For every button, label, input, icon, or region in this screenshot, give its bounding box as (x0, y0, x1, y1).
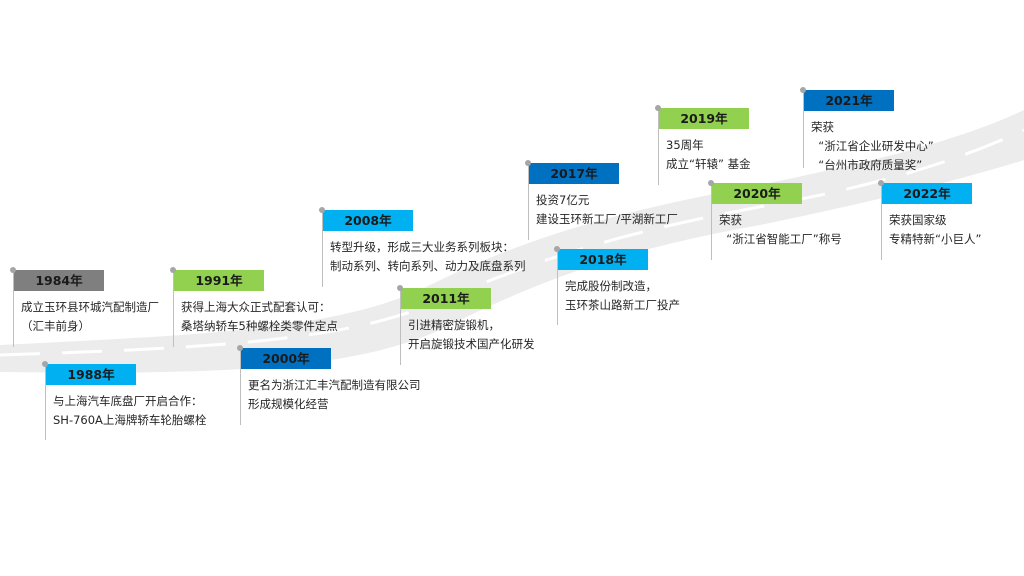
milestone-stem (45, 364, 46, 440)
milestone-description: 与上海汽车底盘厂开启合作： SH-760A上海牌轿车轮胎螺栓 (53, 392, 206, 430)
milestone-stem (13, 270, 14, 347)
year-label: 1991年 (174, 270, 264, 291)
year-label: 2011年 (401, 288, 491, 309)
description-line: 桑塔纳轿车5种螺栓类零件定点 (181, 319, 338, 333)
year-label: 2018年 (558, 249, 648, 270)
milestone-description: 荣获国家级专精特新“小巨人” (889, 211, 981, 249)
description-line: 更名为浙江汇丰汽配制造有限公司 (248, 378, 421, 392)
description-line: “浙江省智能工厂”称号 (719, 232, 842, 246)
milestone-description: 获得上海大众正式配套认可： 桑塔纳轿车5种螺栓类零件定点 (181, 298, 338, 336)
milestone-stem (400, 288, 401, 365)
description-line: 投资7亿元 (536, 193, 590, 207)
pin-dot-icon (525, 160, 531, 166)
description-line: 引进精密旋锻机， (408, 318, 500, 332)
description-line: 获得上海大众正式配套认可： (181, 300, 331, 314)
pin-dot-icon (10, 267, 16, 273)
description-line: SH-760A上海牌轿车轮胎螺栓 (53, 413, 207, 427)
year-label: 2020年 (712, 183, 802, 204)
description-line: “浙江省企业研发中心” (811, 139, 934, 153)
description-line: 荣获 (811, 120, 834, 134)
description-line: 与上海汽车底盘厂开启合作： (53, 394, 203, 408)
pin-dot-icon (655, 105, 661, 111)
description-line: 荣获 (719, 213, 742, 227)
year-label: 2017年 (529, 163, 619, 184)
pin-dot-icon (800, 87, 806, 93)
description-line: 开启旋锻技术国产化研发 (408, 337, 535, 351)
milestone-stem (240, 348, 241, 425)
description-line: 35周年 (666, 138, 704, 152)
description-line: 转型升级，形成三大业务系列板块： (330, 240, 514, 254)
pin-dot-icon (319, 207, 325, 213)
description-line: 荣获国家级 (889, 213, 947, 227)
year-label: 2000年 (241, 348, 331, 369)
description-line: 制动系列、转向系列、动力及底盘系列 (330, 259, 526, 273)
milestone-stem (658, 108, 659, 185)
description-line: （汇丰前身） (21, 319, 90, 333)
milestone-description: 荣获 “浙江省智能工厂”称号 (719, 211, 842, 249)
description-line: 专精特新“小巨人” (889, 232, 982, 246)
milestone-description: 完成股份制改造， 玉环茶山路新工厂投产 (565, 277, 680, 315)
milestone-description: 35周年成立“轩辕” 基金 (666, 136, 751, 174)
milestone-description: 更名为浙江汇丰汽配制造有限公司形成规模化经营 (248, 376, 421, 414)
milestone-stem (173, 270, 174, 347)
milestone-stem (557, 249, 558, 325)
description-line: 成立“轩辕” 基金 (666, 157, 751, 171)
description-line: 成立玉环县环城汽配制造厂 (21, 300, 159, 314)
milestone-description: 成立玉环县环城汽配制造厂 （汇丰前身） (21, 298, 159, 336)
year-label: 1984年 (14, 270, 104, 291)
milestone-description: 转型升级，形成三大业务系列板块： 制动系列、转向系列、动力及底盘系列 (330, 238, 526, 276)
year-label: 2019年 (659, 108, 749, 129)
pin-dot-icon (397, 285, 403, 291)
pin-dot-icon (708, 180, 714, 186)
milestone-description: 投资7亿元建设玉环新工厂/平湖新工厂 (536, 191, 678, 229)
year-label: 1988年 (46, 364, 136, 385)
description-line: 形成规模化经营 (248, 397, 329, 411)
description-line: 完成股份制改造， (565, 279, 657, 293)
pin-dot-icon (237, 345, 243, 351)
year-label: 2021年 (804, 90, 894, 111)
milestone-stem (322, 210, 323, 287)
pin-dot-icon (554, 246, 560, 252)
pin-dot-icon (878, 180, 884, 186)
description-line: “台州市政府质量奖” (811, 158, 923, 172)
pin-dot-icon (170, 267, 176, 273)
milestone-stem (803, 90, 804, 168)
milestone-description: 荣获 “浙江省企业研发中心” “台州市政府质量奖” (811, 118, 934, 175)
year-label: 2008年 (323, 210, 413, 231)
milestone-stem (881, 183, 882, 260)
year-label: 2022年 (882, 183, 972, 204)
description-line: 玉环茶山路新工厂投产 (565, 298, 680, 312)
pin-dot-icon (42, 361, 48, 367)
milestone-stem (528, 163, 529, 240)
milestone-stem (711, 183, 712, 260)
milestone-description: 引进精密旋锻机， 开启旋锻技术国产化研发 (408, 316, 535, 354)
description-line: 建设玉环新工厂/平湖新工厂 (536, 212, 678, 226)
